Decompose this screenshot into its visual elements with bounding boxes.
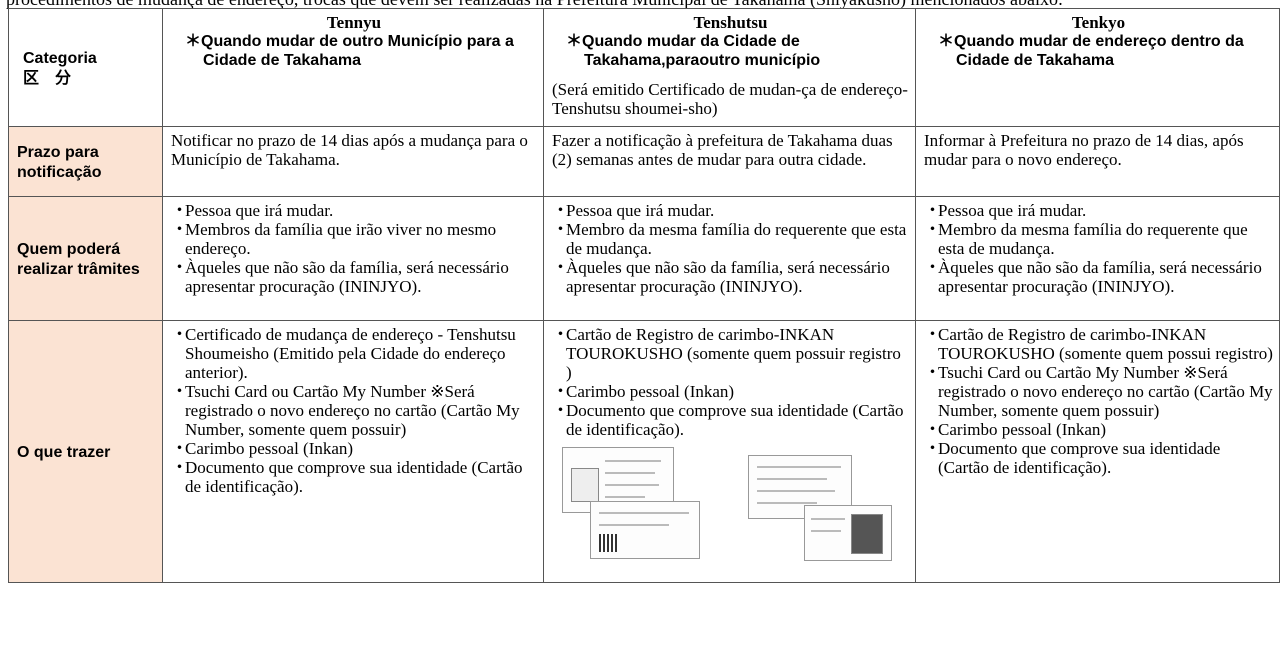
list-item: Documento que comprove sua identidade (C… [924,439,1273,477]
table-cell: Informar à Prefeitura no prazo de 14 dia… [915,126,1280,197]
table-cell: Pessoa que irá mudar. Membros da família… [162,196,544,321]
list-item: Membros da família que irão viver no mes… [171,220,537,258]
row-category: O que trazer [8,320,163,583]
table-cell: Pessoa que irá mudar. Membro da mesma fa… [543,196,916,321]
list-item: Pessoa que irá mudar. [552,201,909,220]
column-subtitle: ＊Quando mudar de outro Município para a … [185,33,514,69]
column-name: Tenshutsu [693,13,768,32]
table-cell: Notificar no prazo de 14 dias após a mud… [162,126,544,197]
table-cell: Pessoa que irá mudar. Membro da mesma fa… [915,196,1280,321]
list-item: Membro da mesma família do requerente qu… [924,220,1273,258]
list-item: Documento que comprove sua identidade (C… [171,458,537,496]
resident-card-icon [804,505,892,561]
table-row: Quem poderá realizar trâmites Pessoa que… [8,196,1280,321]
table-cell: Certificado de mudança de endereço - Ten… [162,320,544,583]
row-category: Prazo para notificação [8,126,163,197]
table-cell: Cartão de Registro de carimbo-INKAN TOUR… [915,320,1280,583]
table-cell: Cartão de Registro de carimbo-INKAN TOUR… [543,320,916,583]
portrait-icon [851,514,883,554]
category-label-jp: 区 分 [23,69,72,87]
procedures-table: Categoria 区 分 Tennyu ＊Quando mudar de ou… [8,8,1280,583]
list-item: Documento que comprove sua identidade (C… [552,401,909,439]
header-tennyu: Tennyu ＊Quando mudar de outro Município … [162,8,544,127]
table-cell: Fazer a notificação à prefeitura de Taka… [543,126,916,197]
header-row: Categoria 区 分 Tennyu ＊Quando mudar de ou… [8,8,1280,127]
list-item: Àqueles que não são da família, será nec… [924,258,1273,296]
list-item: Certificado de mudança de endereço - Ten… [171,325,537,382]
row-category: Quem poderá realizar trâmites [8,196,163,321]
column-subtitle: ＊Quando mudar de endereço dentro da Cida… [938,33,1244,69]
list-item: Àqueles que não são da família, será nec… [552,258,909,296]
id-card-illustration [552,447,909,563]
column-name: Tenkyo [1071,13,1126,32]
list-item: Carimbo pessoal (Inkan) [171,439,537,458]
list-item: Tsuchi Card ou Cartão My Number ※Será re… [171,382,537,439]
list-item: Carimbo pessoal (Inkan) [924,420,1273,439]
list-item: Cartão de Registro de carimbo-INKAN TOUR… [924,325,1273,363]
list-item: Membro da mesma família do requerente qu… [552,220,909,258]
header-tenkyo: Tenkyo ＊Quando mudar de endereço dentro … [915,8,1280,127]
column-subtitle: ＊Quando mudar da Cidade de Takahama,para… [566,33,821,69]
column-note: (Será emitido Certificado de mudan-ça de… [552,80,908,118]
top-caption: procedimentos de mudança de endereço, tr… [6,0,1063,8]
category-header: Categoria 区 分 [8,8,163,127]
list-item: Tsuchi Card ou Cartão My Number ※Será re… [924,363,1273,420]
my-number-card-back-icon [590,501,700,559]
header-tenshutsu: Tenshutsu ＊Quando mudar da Cidade de Tak… [543,8,916,127]
list-item: Àqueles que não são da família, será nec… [171,258,537,296]
column-name: Tennyu [326,13,382,32]
category-label: Categoria [23,49,97,67]
list-item: Cartão de Registro de carimbo-INKAN TOUR… [552,325,909,382]
list-item: Pessoa que irá mudar. [924,201,1273,220]
table-row: Prazo para notificação Notificar no praz… [8,126,1280,197]
list-item: Pessoa que irá mudar. [171,201,537,220]
qr-code-icon [599,534,617,552]
table-row: O que trazer Certificado de mudança de e… [8,320,1280,583]
list-item: Carimbo pessoal (Inkan) [552,382,909,401]
portrait-icon [571,468,599,502]
